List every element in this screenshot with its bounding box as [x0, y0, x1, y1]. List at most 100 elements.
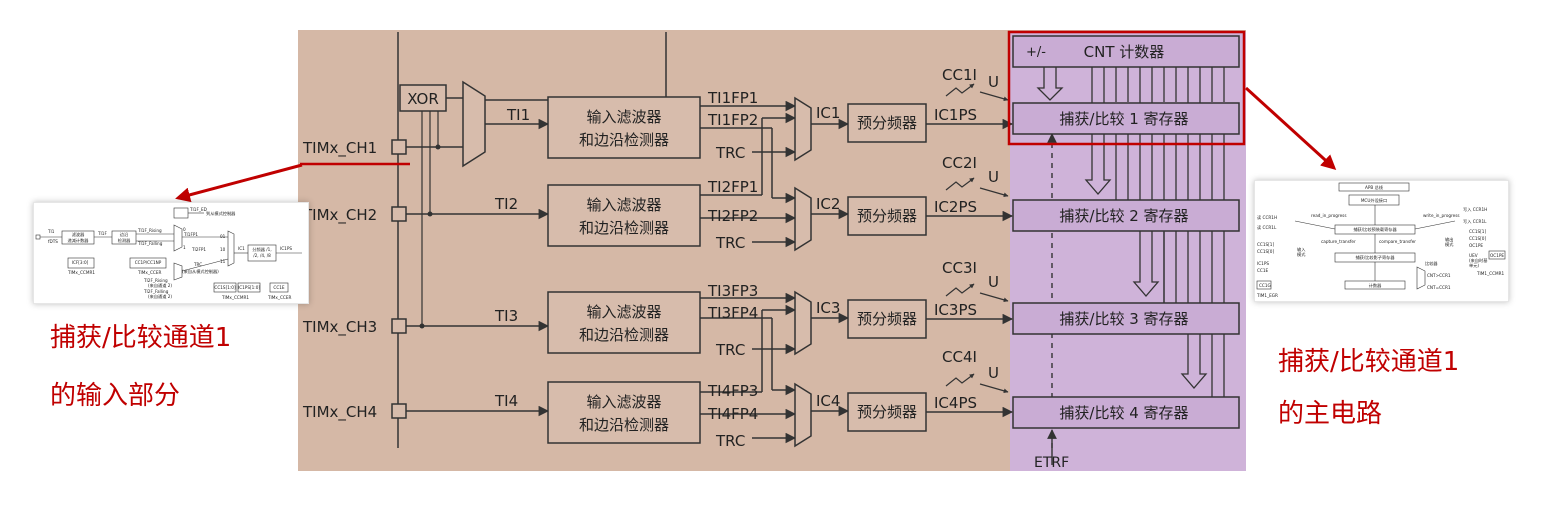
trc-label: TRC: [715, 341, 745, 359]
svg-text:ICF[3:0]: ICF[3:0]: [72, 260, 89, 265]
capture-register-3: 捕获/比较 3 寄存器: [1012, 302, 1240, 335]
svg-text:TI1F_ED: TI1F_ED: [189, 207, 207, 212]
svg-text:捕获/比较影子寄存器: 捕获/比较影子寄存器: [1355, 254, 1395, 261]
svg-text:比较器: 比较器: [1425, 260, 1438, 267]
svg-text:检测器: 检测器: [118, 237, 131, 244]
svg-text:IC1PS[1:0]: IC1PS[1:0]: [238, 285, 260, 290]
svg-text:1: 1: [183, 245, 186, 250]
svg-text:计数器: 计数器: [1369, 282, 1382, 289]
svg-text:write_in_progress: write_in_progress: [1423, 213, 1460, 218]
svg-text:CC1S[0]: CC1S[0]: [1257, 249, 1274, 254]
svg-text:和边沿检测器: 和边沿检测器: [579, 131, 669, 149]
svg-text:单元): 单元): [1469, 262, 1479, 269]
svg-text:10: 10: [220, 247, 226, 252]
svg-text:IC1: IC1: [238, 246, 245, 251]
etrf-label: ETRF: [1034, 455, 1069, 471]
filter-2: 输入滤波器 和边沿检测器: [547, 184, 701, 247]
svg-text:预分频器: 预分频器: [857, 310, 917, 328]
channel-4-row: TIMx_CH4 TI4: [302, 392, 550, 422]
svg-text:TIMx_CCMR1: TIMx_CCMR1: [67, 270, 95, 275]
ic-label: IC1: [816, 104, 840, 122]
trc-label: TRC: [715, 432, 745, 450]
svg-text:TIM1_EGR: TIM1_EGR: [1256, 293, 1278, 298]
fp-label: TI2FP1: [707, 178, 758, 196]
svg-text:TI1F_Rising: TI1F_Rising: [137, 228, 162, 233]
svg-text:到从模式控制器: 到从模式控制器: [206, 210, 236, 217]
svg-text:TIM1_CCMR1: TIM1_CCMR1: [1476, 271, 1505, 276]
filter-1: 输入滤波器 和边沿检测器: [547, 96, 701, 159]
input-stage-thumbnail: TI1 fDTS 滤波器 递减计数器 TI1F 边沿 检测器 TI1F_Risi…: [33, 202, 309, 304]
arrow-to-left-thumb: [175, 163, 303, 203]
svg-text:CC1P/CC1NP: CC1P/CC1NP: [135, 260, 162, 265]
svg-text:和边沿检测器: 和边沿检测器: [579, 416, 669, 434]
svg-text:TI1F: TI1F: [97, 231, 107, 236]
filter-4: 输入滤波器 和边沿检测器: [547, 381, 701, 444]
svg-text:capture_transfer: capture_transfer: [1321, 239, 1356, 244]
svg-text:U: U: [988, 364, 999, 382]
prescaler-3: 预分频器: [847, 299, 927, 339]
svg-text:TIMx_CCER: TIMx_CCER: [137, 270, 161, 275]
ic3-mux: [794, 290, 812, 356]
icps-label: IC2PS: [934, 198, 977, 216]
svg-text:(来自通道 2): (来自通道 2): [148, 293, 172, 300]
fp-label: TI2FP2: [707, 207, 758, 225]
svg-text:TI2FP1: TI2FP1: [191, 247, 206, 252]
pm-label: +/-: [1026, 45, 1046, 60]
xor-label: XOR: [407, 90, 439, 108]
icps-label: IC3PS: [934, 301, 977, 319]
svg-text:read_in_progress: read_in_progress: [1311, 213, 1347, 218]
ic-label: IC4: [816, 392, 840, 410]
fp-label: TI4FP4: [707, 405, 758, 423]
svg-text:CC1S[0]: CC1S[0]: [1469, 236, 1486, 241]
svg-text:CC1I: CC1I: [942, 66, 977, 84]
icps-label: IC4PS: [934, 394, 977, 412]
svg-text:(来自通道 2): (来自通道 2): [148, 282, 172, 289]
channel-1-row: TIMx_CH1 TI1: [302, 106, 550, 158]
svg-text:输入滤波器: 输入滤波器: [586, 393, 661, 411]
svg-text:预分频器: 预分频器: [857, 403, 917, 421]
svg-text:CC1E: CC1E: [273, 285, 285, 290]
ti-label: TI3: [494, 307, 518, 325]
svg-text:输入滤波器: 输入滤波器: [586, 196, 661, 214]
svg-text:CC1S[1]: CC1S[1]: [1257, 242, 1274, 247]
cc-flags: CC1I U CC2I U CC3I U CC4I U: [942, 66, 1009, 394]
svg-text:模式: 模式: [1445, 241, 1454, 248]
left-annotation-line1: 捕获/比较通道1: [50, 323, 232, 353]
input-pin-label: TIMx_CH1: [302, 139, 377, 158]
prescaler-2: 预分频器: [847, 196, 927, 236]
svg-text:(来自时基: (来自时基: [1469, 257, 1488, 264]
svg-text:递减计数器: 递减计数器: [68, 237, 90, 244]
svg-text:U: U: [988, 73, 999, 91]
svg-text:compare_transfer: compare_transfer: [1379, 239, 1416, 244]
prescaler-4: 预分频器: [847, 392, 927, 432]
svg-text:边沿: 边沿: [120, 231, 128, 238]
svg-text:输出: 输出: [1445, 236, 1453, 243]
ic4-mux: [794, 382, 812, 448]
svg-text:U: U: [988, 273, 999, 291]
main-circuit-figure: APB 总线 MCU外设接口 捕获/比较预装载寄存器 捕获/比较影子寄存器 计数…: [1256, 182, 1506, 298]
svg-text:OC1PE: OC1PE: [1469, 243, 1483, 248]
svg-text:捕获/比较 4 寄存器: 捕获/比较 4 寄存器: [1059, 404, 1188, 422]
svg-text:CNT>CCR1: CNT>CCR1: [1427, 273, 1451, 278]
svg-text:U: U: [988, 168, 999, 186]
svg-text:捕获/比较 1 寄存器: 捕获/比较 1 寄存器: [1059, 110, 1188, 128]
svg-text:输入滤波器: 输入滤波器: [586, 108, 661, 126]
arrow-to-right-thumb: [1244, 86, 1337, 171]
svg-text:TIMx_CCMR1: TIMx_CCMR1: [221, 295, 249, 300]
svg-text:TI1FP1: TI1FP1: [183, 232, 198, 237]
left-annotation: 捕获/比较通道1 的输入部分: [50, 318, 231, 416]
input-pin-label: TIMx_CH3: [302, 318, 377, 337]
svg-text:TI2F_Rising: TI2F_Rising: [143, 278, 168, 283]
ti-label: TI1: [506, 106, 530, 124]
svg-text:APB 总线: APB 总线: [1365, 184, 1384, 190]
left-annotation-line2: 的输入部分: [50, 381, 181, 411]
svg-text:0: 0: [183, 227, 186, 232]
svg-text:(来自从模式控制器): (来自从模式控制器): [182, 268, 219, 275]
svg-text:TIMx_CCER: TIMx_CCER: [267, 295, 291, 300]
fp-label: TI3FP4: [707, 304, 758, 322]
svg-text:滤波器: 滤波器: [72, 231, 85, 238]
channel-2-row: TIMx_CH2 TI2: [302, 195, 550, 225]
input-pin-label: TIMx_CH2: [302, 206, 377, 225]
ti1-mux: [462, 80, 486, 168]
svg-text:11: 11: [220, 259, 226, 264]
